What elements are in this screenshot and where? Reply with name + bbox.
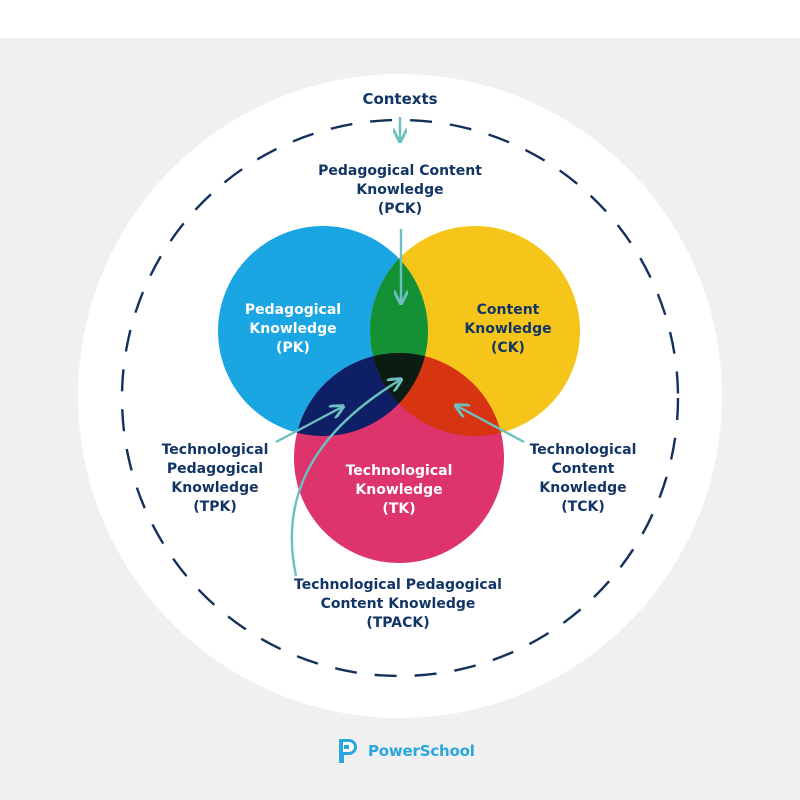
tpk-label: Technological Pedagogical Knowledge (TPK… xyxy=(161,442,269,515)
contexts-dashed-ring xyxy=(120,118,680,678)
pk-label: Pedagogical Knowledge (PK) xyxy=(244,302,342,356)
contexts-label: Contexts xyxy=(362,90,438,108)
powerschool-p-icon xyxy=(339,739,357,763)
tpack-label: Technological Pedagogical Content Knowle… xyxy=(294,577,502,631)
tck-overlap xyxy=(370,353,504,436)
tck-label: Technological Content Knowledge (TCK) xyxy=(529,442,637,515)
tpack-arrow xyxy=(290,380,400,577)
brand-name: PowerSchool xyxy=(368,742,475,760)
powerschool-logo: PowerSchool xyxy=(336,736,475,766)
tpk-arrow xyxy=(275,407,342,444)
ck-label: Content Knowledge (CK) xyxy=(464,302,552,356)
tk-label: Technological Knowledge (TK) xyxy=(345,463,453,517)
pck-label: Pedagogical Content Knowledge (PCK) xyxy=(318,163,482,217)
tck-arrow xyxy=(457,406,525,444)
